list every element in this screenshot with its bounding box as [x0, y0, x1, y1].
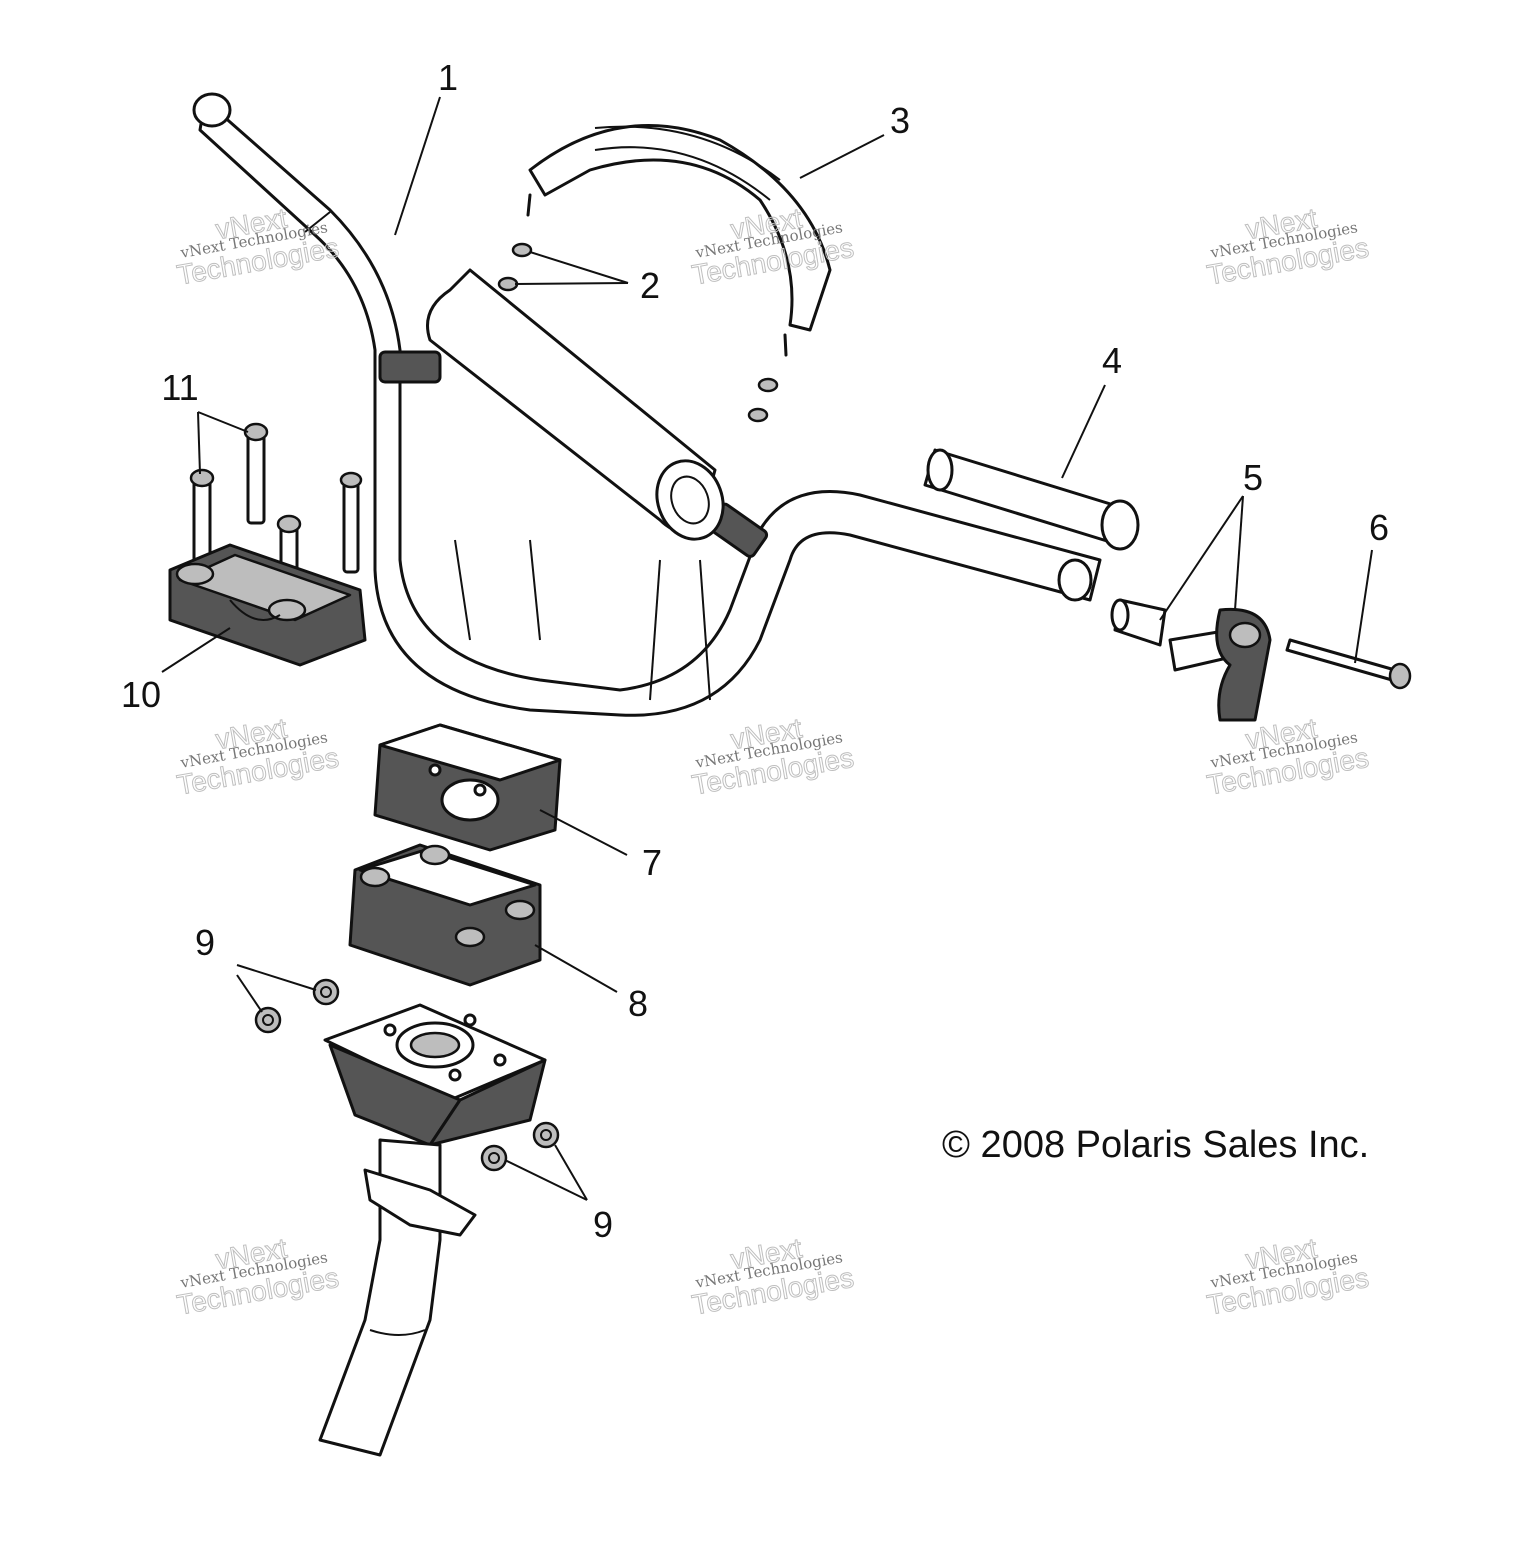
- leader-lines: [161, 96, 1373, 1201]
- watermark: vNext vNext Technologies Technologies: [174, 202, 341, 291]
- callout-3: 3: [890, 100, 910, 141]
- long-bolt: [1285, 638, 1412, 690]
- lower-block: [348, 843, 542, 987]
- watermark: vNext vNext Technologies Technologies: [689, 712, 856, 801]
- watermark: vNext vNext Technologies Technologies: [174, 1232, 341, 1321]
- upper-block: [373, 723, 562, 852]
- watermark: vNext vNext Technologies Technologies: [1204, 202, 1371, 291]
- callout-8: 8: [628, 983, 648, 1024]
- grip: [923, 448, 1140, 602]
- callout-7: 7: [642, 842, 662, 883]
- callout-9-upper: 9: [195, 922, 215, 963]
- steering-mount: [323, 1003, 547, 1147]
- watermark: vNext vNext Technologies Technologies: [174, 712, 341, 801]
- copyright-notice: © 2008 Polaris Sales Inc.: [942, 1124, 1369, 1166]
- hand-guard: [526, 124, 832, 357]
- callout-1: 1: [438, 57, 458, 98]
- watermark: vNext vNext Technologies Technologies: [1204, 1232, 1371, 1321]
- watermark: vNext vNext Technologies Technologies: [689, 202, 856, 291]
- callout-4: 4: [1102, 340, 1122, 381]
- crossbar-pad: [426, 268, 725, 541]
- callout-9-lower: 9: [593, 1204, 613, 1245]
- nuts-upper: [254, 978, 340, 1034]
- nuts-lower: [480, 1121, 560, 1172]
- callout-11: 11: [161, 367, 198, 408]
- watermarks: vNext vNext Technologies Technologies vN…: [174, 202, 1371, 1321]
- callout-6: 6: [1369, 507, 1389, 548]
- callout-2: 2: [640, 265, 660, 306]
- callout-labels: 1 2 3 4 5 6 7 8 9 9 10 11: [121, 57, 1389, 1245]
- steering-post: [318, 1138, 477, 1457]
- callout-5: 5: [1243, 457, 1263, 498]
- callout-10: 10: [121, 674, 161, 715]
- throttle: [1110, 598, 1272, 722]
- clamp-left: [378, 350, 442, 384]
- watermark: vNext vNext Technologies Technologies: [689, 1232, 856, 1321]
- handlebar-end: [192, 92, 232, 128]
